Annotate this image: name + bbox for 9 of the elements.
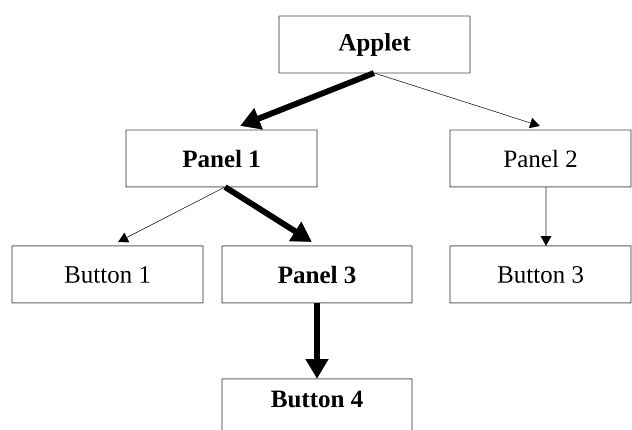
tree-box: Applet	[278, 16, 470, 74]
arrow	[374, 72, 540, 128]
tree-box: Panel 3	[222, 246, 412, 304]
tree-box: Panel 1	[126, 130, 318, 188]
tree-box: Button 1	[12, 246, 204, 304]
tree-box: Panel 2	[450, 130, 632, 188]
arrow	[118, 186, 226, 242]
tree-box: Button 3	[450, 246, 632, 304]
tree-box: Button 4	[222, 378, 412, 430]
